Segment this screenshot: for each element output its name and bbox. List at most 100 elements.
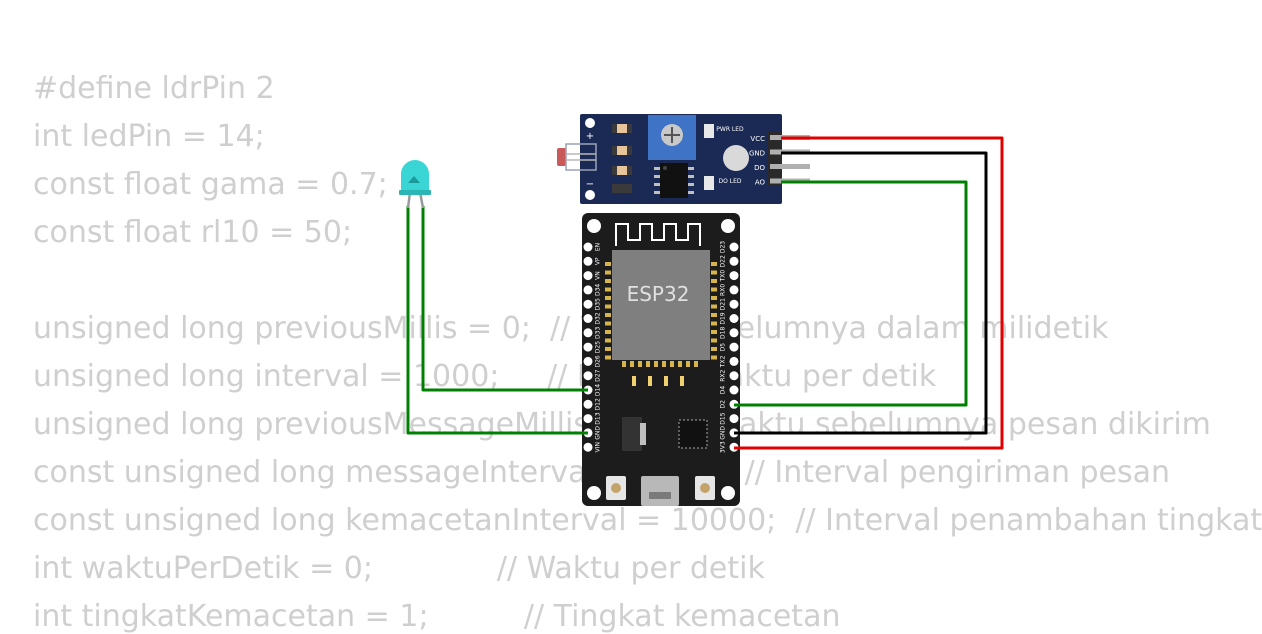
esp32-pin-hole[interactable] [583, 328, 593, 338]
module-pad [632, 376, 636, 386]
esp32-pin-hole[interactable] [729, 299, 739, 309]
wire-led-cathode [406, 206, 588, 435]
do-led-label: DO LED [718, 178, 741, 185]
chip-label: ESP32 [627, 282, 690, 306]
esp32-pin-hole[interactable] [729, 285, 739, 295]
module-pad [711, 313, 717, 317]
module-pad [694, 361, 698, 367]
esp32-pin-label: D26 [595, 355, 602, 367]
led-anvil [408, 176, 420, 183]
module-pad [711, 287, 717, 292]
esp32-pin-hole[interactable] [583, 314, 593, 323]
circuit-diagram: + − PWR LED DO LED [399, 114, 1004, 506]
mount-hole [721, 219, 735, 233]
esp32-pin-hole[interactable] [729, 356, 739, 366]
code-line: int waktuPerDetik = 0; // Waktu per deti… [33, 551, 765, 586]
ldr-pin-label: DO [754, 164, 765, 172]
esp32-pin-label: D5 [720, 343, 727, 352]
module-pad [605, 313, 611, 317]
esp32-pin-hole[interactable] [583, 285, 593, 295]
module-pad [622, 361, 626, 367]
module-pad [630, 361, 634, 367]
module-pad [654, 361, 658, 367]
ldr-sensor-module[interactable]: + − PWR LED DO LED [557, 114, 810, 204]
code-line: int tingkatKemacetan = 1; // Tingkat kem… [33, 599, 841, 634]
module-pad [664, 376, 668, 386]
module-pad [605, 347, 611, 351]
module-pad [662, 361, 666, 367]
esp32-pin-hole[interactable] [729, 385, 739, 395]
module-pad [711, 262, 717, 266]
module-pad [605, 262, 611, 266]
esp32-pin-hole[interactable] [583, 414, 593, 424]
ldr-pin[interactable] [770, 164, 810, 169]
esp32-pin-label: D34 [595, 284, 602, 296]
module-pad [638, 361, 642, 367]
esp32-pin-hole[interactable] [583, 299, 593, 309]
esp32-pin-hole[interactable] [729, 271, 739, 281]
module-pad [711, 279, 717, 283]
esp32-chip [612, 250, 710, 360]
code-line: int ledPin = 14; [33, 119, 265, 154]
code-line: const unsigned long kemacetanInterval = … [33, 503, 1262, 538]
esp32-pin-hole[interactable] [729, 342, 739, 352]
esp32-pin-label: VIN [595, 442, 602, 452]
antenna-trace [615, 223, 701, 246]
esp32-pin-hole[interactable] [583, 242, 593, 252]
code-line: const float gama = 0.7; [33, 167, 388, 202]
module-pads [605, 262, 717, 386]
esp32-pin-hole[interactable] [729, 371, 739, 381]
code-line: const float rl10 = 50; [33, 215, 353, 250]
led-body [401, 160, 429, 193]
esp32-pin-headers: ENVPVND34D35D32D33D25D26D27D14D12D13GNDV… [583, 241, 739, 453]
esp32-pin-hole[interactable] [583, 442, 593, 452]
module-pad [680, 376, 684, 386]
ldr-pin-label: VCC [750, 135, 765, 143]
do-led-smd [704, 176, 714, 190]
ldr-pin-label: GND [749, 150, 765, 158]
esp32-pin-label: D32 [595, 312, 602, 324]
photoresistor [557, 148, 566, 166]
module-pad [605, 338, 611, 343]
mount-hole [585, 118, 595, 128]
led-rim [399, 190, 431, 195]
esp32-pin-label: D13 [595, 412, 602, 424]
esp32-pin-hole[interactable] [729, 314, 739, 323]
esp32-pin-label: D22 [720, 255, 727, 267]
wires [406, 136, 1004, 450]
esp32-pin-hole[interactable] [729, 328, 739, 338]
esp32-pin-hole[interactable] [729, 242, 739, 252]
esp32-pin-label: D18 [720, 326, 727, 338]
module-pad [711, 304, 717, 309]
wire-ao-green [734, 180, 968, 407]
mount-hole [585, 190, 595, 200]
esp32-pin-hole[interactable] [583, 342, 593, 352]
esp32-pin-hole[interactable] [583, 271, 593, 281]
usb-port[interactable] [641, 476, 679, 506]
esp32-pin-label: D15 [720, 412, 727, 424]
esp32-pin-label: RX0 [720, 284, 727, 296]
module-pad [605, 287, 611, 292]
comparator-ic [654, 163, 694, 198]
esp32-pin-label: VP [595, 257, 602, 265]
esp32-pin-hole[interactable] [729, 256, 739, 266]
module-pad [605, 304, 611, 309]
esp32-board[interactable]: ESP32 ENVPVND34D35D32D33D25D26D27D14D12D… [582, 213, 740, 506]
module-pad [711, 270, 717, 275]
esp32-pin-hole[interactable] [583, 356, 593, 366]
led[interactable] [399, 160, 431, 209]
module-pad [711, 347, 717, 351]
esp32-pin-label: D19 [720, 312, 727, 324]
module-pad [605, 270, 611, 275]
esp32-pin-label: D4 [720, 386, 727, 395]
esp32-pin-label: D35 [595, 298, 602, 310]
minus-mark: − [586, 179, 594, 190]
module-pad [646, 361, 650, 367]
module-pad [711, 355, 717, 360]
esp32-pin-label: D12 [595, 398, 602, 410]
esp32-pin-hole[interactable] [583, 256, 593, 266]
esp32-pin-hole[interactable] [583, 399, 593, 409]
esp32-pin-hole[interactable] [729, 414, 739, 424]
esp32-pin-hole[interactable] [583, 371, 593, 381]
esp32-pin-label: D2 [720, 400, 727, 409]
